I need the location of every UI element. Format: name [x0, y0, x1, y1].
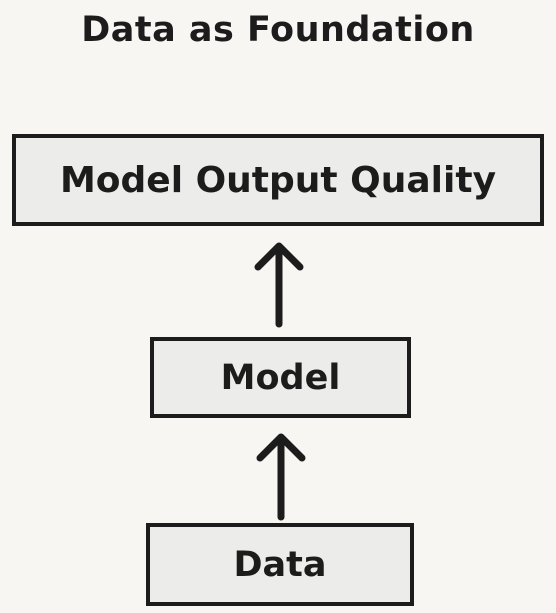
node-label: Data [233, 544, 327, 585]
up-arrow-icon [254, 242, 304, 328]
node-label: Model [220, 357, 341, 398]
diagram-title: Data as Foundation [81, 10, 475, 50]
node-model: Model [150, 337, 411, 418]
node-data: Data [146, 523, 414, 606]
node-model-output-quality: Model Output Quality [12, 134, 544, 226]
up-arrow-icon [256, 433, 306, 521]
node-label: Model Output Quality [59, 159, 497, 201]
